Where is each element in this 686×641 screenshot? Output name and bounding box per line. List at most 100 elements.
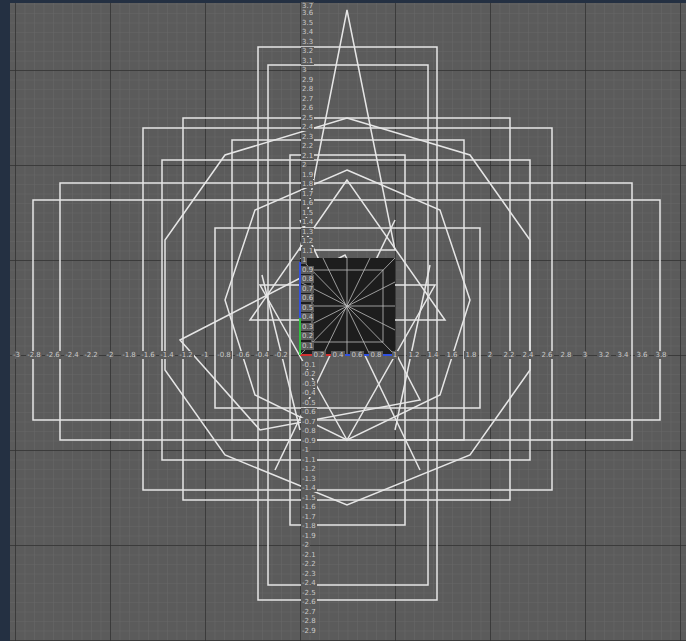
axis-tick-label: -0.4 [301,389,317,397]
axis-tick-label: -1 [201,351,210,359]
axis-tick-label: 3.6 [301,9,314,17]
axis-tick-label: -1.6 [301,503,317,511]
axis-tick-label: 2.8 [559,351,572,359]
axis-tick-label: 2 [487,351,493,359]
axis-tick-label: 3.4 [301,28,314,36]
axis-tick-label: 1.8 [301,180,314,188]
axis-tick-label: 1.1 [301,247,314,255]
axis-tick-label: 0.4 [301,313,314,321]
axis-tick-label: -1.5 [301,494,317,502]
axis-tick-label: -2.5 [301,589,317,597]
axis-tick-label: 0.6 [350,351,363,359]
axis-tick-label: -2.4 [64,351,80,359]
axis-tick-label: -0.2 [301,370,317,378]
axis-tick-label: 2.3 [301,133,314,141]
axis-tick-label: 1 [392,351,398,359]
axis-tick-label: -2.8 [301,617,317,625]
axis-tick-label: -2.4 [301,579,317,587]
axis-tick-label: 0.3 [301,323,314,331]
axis-tick-label: -2 [301,541,310,549]
axis-tick-label: 3 [301,66,307,74]
axis-tick-label: 1.2 [301,237,314,245]
axis-tick-label: -0.1 [301,361,317,369]
axis-tick-label: 0.7 [301,285,314,293]
axis-tick-label: 1.8 [464,351,477,359]
axis-tick-label: -1.9 [301,532,317,540]
axis-tick-label: -2.6 [301,598,317,606]
axis-tick-label: 0.5 [301,304,314,312]
axis-tick-label: 1.5 [301,209,314,217]
axis-tick-label: -1.3 [301,475,317,483]
axis-tick-label: -1.1 [301,456,317,464]
axis-tick-label: 1.2 [407,351,420,359]
axis-tick-label: 2 [301,161,307,169]
axis-tick-label: 3.2 [301,47,314,55]
axis-tick-label: -2.1 [301,551,317,559]
axis-tick-label: 3.4 [616,351,629,359]
axis-tick-label: 2.9 [301,76,314,84]
axis-tick-label: 0.6 [301,294,314,302]
axis-tick-label: 0.8 [369,351,382,359]
axis-tick-label: -2 [106,351,115,359]
axis-tick-label: -2.7 [301,608,317,616]
axis-tick-label: 2.2 [301,142,314,150]
axis-tick-label: 1.7 [301,190,314,198]
axis-tick-label: -2.8 [26,351,42,359]
axis-tick-label: -1 [301,446,310,454]
axis-tick-label: -1.4 [159,351,175,359]
axis-tick-label: 3.1 [301,57,314,65]
axis-tick-label: 0.1 [301,342,314,350]
axis-tick-label: -2.2 [301,560,317,568]
axis-tick-label: 1.9 [301,171,314,179]
axis-tick-label: 1.6 [445,351,458,359]
axis-tick-label: -0.9 [301,437,317,445]
axis-tick-label: -1.8 [121,351,137,359]
axis-tick-label: -2.3 [301,570,317,578]
axis-tick-label: 2.7 [301,95,314,103]
axis-tick-label: 3.5 [301,19,314,27]
axis-tick-label: -2.2 [83,351,99,359]
axis-tick-label: 0.4 [331,351,344,359]
axis-tick-label: -2.9 [301,627,317,635]
axis-tick-label: -0.2 [273,351,289,359]
axis-tick-label: 0.2 [312,351,325,359]
axis-tick-label: 1.6 [301,199,314,207]
axis-tick-label: -0.8 [301,427,317,435]
axis-tick-label: 3.3 [301,38,314,46]
axis-tick-label: 0.8 [301,275,314,283]
axis-tick-label: 2.4 [301,123,314,131]
axis-tick-label: 3.2 [597,351,610,359]
axis-tick-label: 2.4 [521,351,534,359]
axis-tick-label: -1.2 [178,351,194,359]
axis-tick-label: -2.6 [45,351,61,359]
axis-tick-label: -0.4 [254,351,270,359]
axis-tick-label: -1.6 [140,351,156,359]
axis-tick-label: 2.8 [301,85,314,93]
axis-tick-label: 3.6 [635,351,648,359]
axis-tick-label: -0.7 [301,418,317,426]
axis-tick-label: -1.4 [301,484,317,492]
axis-tick-label: 2.1 [301,152,314,160]
axis-tick-label: -0.5 [301,399,317,407]
axis-tick-label: 3.8 [654,351,667,359]
axis-tick-label: 1 [301,256,307,264]
axis-tick-label: 2.2 [502,351,515,359]
axis-tick-label: 1.4 [301,218,314,226]
axis-tick-label: -0.8 [216,351,232,359]
axis-tick-label: -1.2 [301,465,317,473]
axis-tick-label: -0.6 [235,351,251,359]
axis-tick-label: 2.6 [301,104,314,112]
axis-tick-label: -0.3 [301,380,317,388]
axis-tick-label: -0.6 [301,408,317,416]
axis-tick-label: 0.2 [301,332,314,340]
axis-tick-label: -3 [12,351,21,359]
axis-tick-label: 0.9 [301,266,314,274]
axis-tick-label: 1.4 [426,351,439,359]
axis-tick-label: 1.3 [301,228,314,236]
axis-tick-label: -1.8 [301,522,317,530]
axis-tick-label: 3 [582,351,588,359]
axis-tick-label: 2.6 [540,351,553,359]
axis-tick-label: 2.5 [301,114,314,122]
